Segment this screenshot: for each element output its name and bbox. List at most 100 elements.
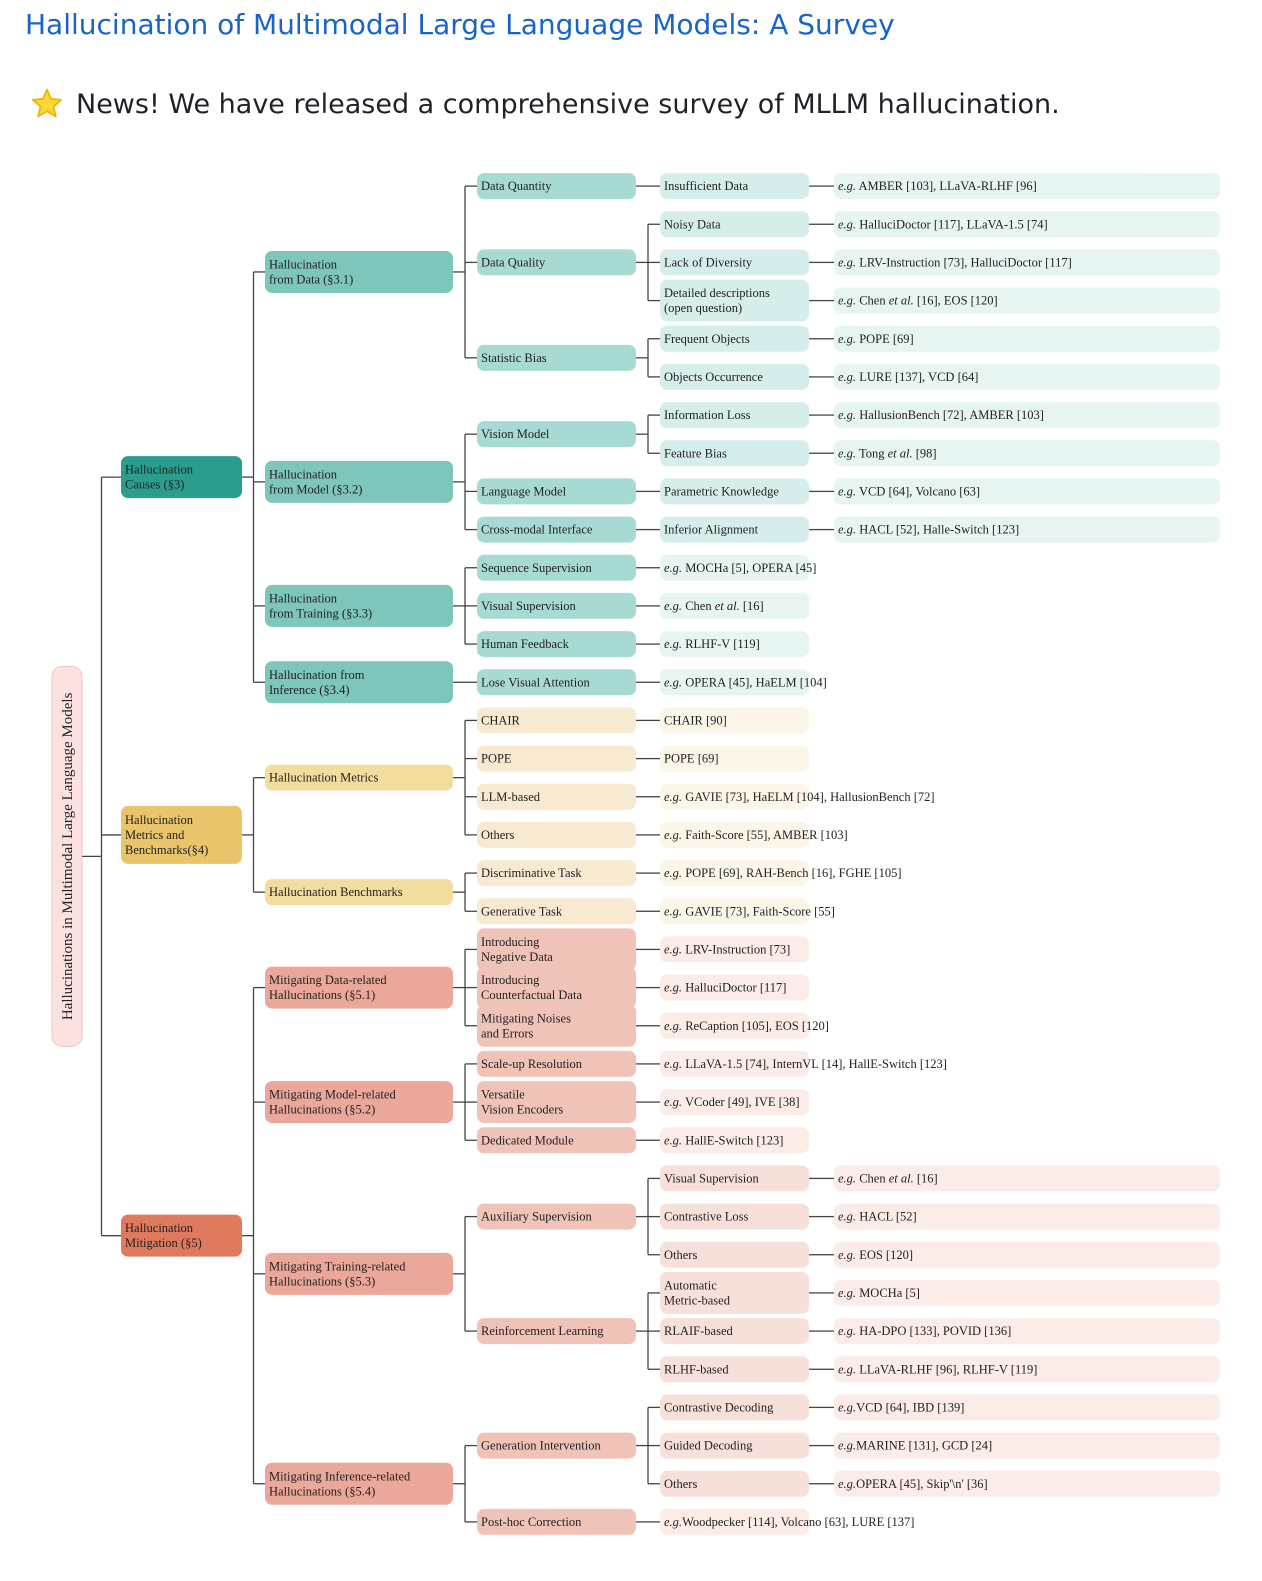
tree-node-objects-occurrence-label: Objects Occurrence	[664, 370, 763, 384]
tree-node-chair-label: CHAIR	[481, 713, 521, 727]
tree-node-hallucination-from-inference-3-4-box	[265, 661, 453, 704]
tree-node-e-g-tong-et-al-98-label: e.g. Tong et al. [98]	[838, 446, 937, 460]
tree-node-e-g-opera-45-haelm-104-box	[660, 669, 809, 696]
tree-node-inferior-alignment-box	[660, 516, 809, 543]
tree-node-scale-up-resolution-box	[477, 1050, 636, 1077]
tree-node-e-g-hallucidoctor-117-label: e.g. HalluciDoctor [117]	[664, 981, 786, 995]
tree-node-pope-69-label: POPE [69]	[664, 752, 719, 766]
tree-node-insufficient-data-label: Insufficient Data	[664, 179, 749, 193]
tree-node-chair-90-label: CHAIR [90]	[664, 713, 727, 727]
tree-node-cross-modal-interface-label: Cross-modal Interface	[481, 523, 593, 537]
tree-node-e-g-hacl-52-box	[834, 1203, 1220, 1230]
tree-node-noisy-data-box	[660, 211, 809, 238]
tree-node-hallucination-from-data-3-1-label: from Data (§3.1)	[269, 272, 353, 286]
tree-node-e-g-marine-131-gcd-24-label: e.g.MARINE [131], GCD [24]	[838, 1439, 992, 1453]
tree-node-e-g-hacl-52-label: e.g. HACL [52]	[838, 1210, 917, 1224]
tree-node-e-g-chen-et-al-16-label: e.g. Chen et al. [16]	[838, 1171, 938, 1185]
tree-node-discriminative-task-box	[477, 860, 636, 887]
tree-node-insufficient-data-box	[660, 173, 809, 200]
tree-node-e-g-pope-69-label: e.g. POPE [69]	[838, 332, 914, 346]
tree-node-guided-decoding-label: Guided Decoding	[664, 1439, 753, 1453]
tree-node-hallucination-from-training-3-3-box	[265, 584, 453, 627]
tree-node-rlhf-based-box	[660, 1356, 809, 1383]
tree-node-visual-supervision-label: Visual Supervision	[481, 599, 576, 613]
tree-node-data-quantity-box	[477, 173, 636, 200]
tree-node-introducing-negative-data-box	[477, 928, 636, 971]
tree-node-generative-task-box	[477, 898, 636, 925]
tree-node-rlaif-based-label: RLAIF-based	[664, 1324, 733, 1338]
tree-node-hallucination-from-data-3-1-label: Hallucination	[269, 257, 338, 271]
tree-node-e-g-mocha-5-box	[834, 1279, 1220, 1306]
tree-node-information-loss-box	[660, 402, 809, 429]
tree-node-auxiliary-supervision-box	[477, 1203, 636, 1230]
tree-node-e-g-woodpecker-114-volcano-63-lure-137-label: e.g.Woodpecker [114], Volcano [63], LURE…	[664, 1515, 914, 1529]
tree-node-e-g-woodpecker-114-volcano-63-lure-137-box	[660, 1508, 809, 1535]
tree-node-generation-intervention-box	[477, 1432, 636, 1459]
tree-node-others-label: Others	[481, 828, 514, 842]
tree-node-visual-supervision-box	[660, 1165, 809, 1192]
news-text: News! We have released a comprehensive s…	[76, 88, 1060, 120]
tree-node-hallucination-from-inference-3-4-label: Inference (§3.4)	[269, 683, 350, 697]
tree-node-e-g-vcoder-49-ive-38-box	[660, 1089, 809, 1116]
tree-node-hallucination-metrics-and-benchmarks-4-box	[121, 805, 242, 864]
tree-node-e-g-ha-dpo-133-povid-136-box	[834, 1318, 1220, 1345]
tree-node-introducing-negative-data-label: Introducing	[481, 935, 540, 949]
tree-node-pope-label: POPE	[481, 752, 512, 766]
tree-node-e-g-pope-69-rah-bench-16-fghe-105-label: e.g. POPE [69], RAH-Bench [16], FGHE [10…	[664, 866, 901, 880]
tree-node-e-g-pope-69-rah-bench-16-fghe-105-box	[660, 860, 809, 887]
tree-node-e-g-vcd-64-ibd-139-label: e.g.VCD [64], IBD [139]	[838, 1400, 964, 1414]
tree-node-e-g-faith-score-55-amber-103-box	[660, 821, 809, 848]
tree-node-mitigating-noises-and-errors-box	[477, 1004, 636, 1047]
tree-node-hallucination-from-training-3-3-label: Hallucination	[269, 591, 338, 605]
tree-node-automatic-metric-based-label: Automatic	[664, 1278, 717, 1292]
tree-node-detailed-descriptions-open-question-label: Detailed descriptions	[664, 286, 770, 300]
tree-node-statistic-bias-box	[477, 344, 636, 371]
tree-node-e-g-mocha-5-opera-45-label: e.g. MOCHa [5], OPERA [45]	[664, 561, 816, 575]
tree-node-versatile-vision-encoders-box	[477, 1081, 636, 1124]
tree-node-mitigating-model-related-hallucinations--label: Hallucinations (§5.2)	[269, 1103, 375, 1117]
tree-node-introducing-counterfactual-data-label: Introducing	[481, 973, 540, 987]
tree-node-llm-based-box	[477, 783, 636, 810]
tree-node-mitigating-training-related-hallucinatio-box	[265, 1252, 453, 1295]
tree-node-automatic-metric-based-box	[660, 1271, 809, 1314]
tree-node-e-g-lrv-instruction-73-hallucidoctor-117-box	[834, 249, 1220, 276]
tree-node-discriminative-task-label: Discriminative Task	[481, 866, 582, 880]
tree-node-mitigating-training-related-hallucinatio-label: Mitigating Training-related	[269, 1259, 406, 1273]
tree-node-inferior-alignment-label: Inferior Alignment	[664, 523, 759, 537]
tree-node-e-g-rlhf-v-119-label: e.g. RLHF-V [119]	[664, 637, 760, 651]
tree-node-hallucination-mitigation-5-box	[121, 1214, 242, 1257]
tree-node-e-g-chen-et-al-16-box	[660, 592, 809, 619]
tree-node-e-g-hallusionbench-72-amber-103-label: e.g. HallusionBench [72], AMBER [103]	[838, 408, 1044, 422]
tree-node-e-g-halle-switch-123-label: e.g. HallE-Switch [123]	[664, 1133, 783, 1147]
tree-node-e-g-eos-120-label: e.g. EOS [120]	[838, 1248, 913, 1262]
tree-node-data-quantity-label: Data Quantity	[481, 179, 552, 193]
tree-node-e-g-llava-1-5-74-internvl-14-halle-switc-box	[660, 1050, 809, 1077]
tree-node-e-g-chen-et-al-16-label: e.g. Chen et al. [16]	[664, 599, 764, 613]
tree-node-e-g-vcd-64-ibd-139-box	[834, 1394, 1220, 1421]
tree-node-others-box	[660, 1241, 809, 1268]
tree-node-statistic-bias-label: Statistic Bias	[481, 351, 547, 365]
tree-node-contrastive-decoding-label: Contrastive Decoding	[664, 1400, 774, 1414]
tree-node-hallucination-metrics-box	[265, 764, 453, 791]
tree-node-e-g-lrv-instruction-73-box	[660, 936, 809, 963]
tree-node-introducing-counterfactual-data-label: Counterfactual Data	[481, 988, 582, 1002]
tree-node-hallucination-causes-3-box	[121, 456, 242, 499]
tree-node-detailed-descriptions-open-question-box	[660, 279, 809, 322]
star-icon	[31, 88, 63, 118]
tree-node-lose-visual-attention-label: Lose Visual Attention	[481, 675, 590, 689]
tree-node-introducing-counterfactual-data-box	[477, 966, 636, 1009]
tree-node-e-g-pope-69-box	[834, 325, 1220, 352]
tree-node-contrastive-loss-label: Contrastive Loss	[664, 1210, 749, 1224]
tree-node-noisy-data-label: Noisy Data	[664, 217, 721, 231]
tree-node-e-g-eos-120-box	[834, 1241, 1220, 1268]
tree-node-hallucination-from-model-3-2-box	[265, 460, 453, 503]
tree-node-e-g-amber-103-llava-rlhf-96-label: e.g. AMBER [103], LLaVA-RLHF [96]	[838, 179, 1037, 193]
tree-node-e-g-gavie-73-haelm-104-hallusionbench-72-label: e.g. GAVIE [73], HaELM [104], HallusionB…	[664, 790, 935, 804]
tree-node-llm-based-label: LLM-based	[481, 790, 541, 804]
tree-node-others-label: Others	[664, 1477, 697, 1491]
tree-node-e-g-chen-et-al-16-eos-120-label: e.g. Chen et al. [16], EOS [120]	[838, 294, 998, 308]
tree-node-guided-decoding-box	[660, 1432, 809, 1459]
tree-node-hallucination-causes-3-label: Causes (§3)	[125, 478, 184, 492]
tree-node-mitigating-model-related-hallucinations--box	[265, 1081, 453, 1124]
tree-node-generative-task-label: Generative Task	[481, 904, 563, 918]
